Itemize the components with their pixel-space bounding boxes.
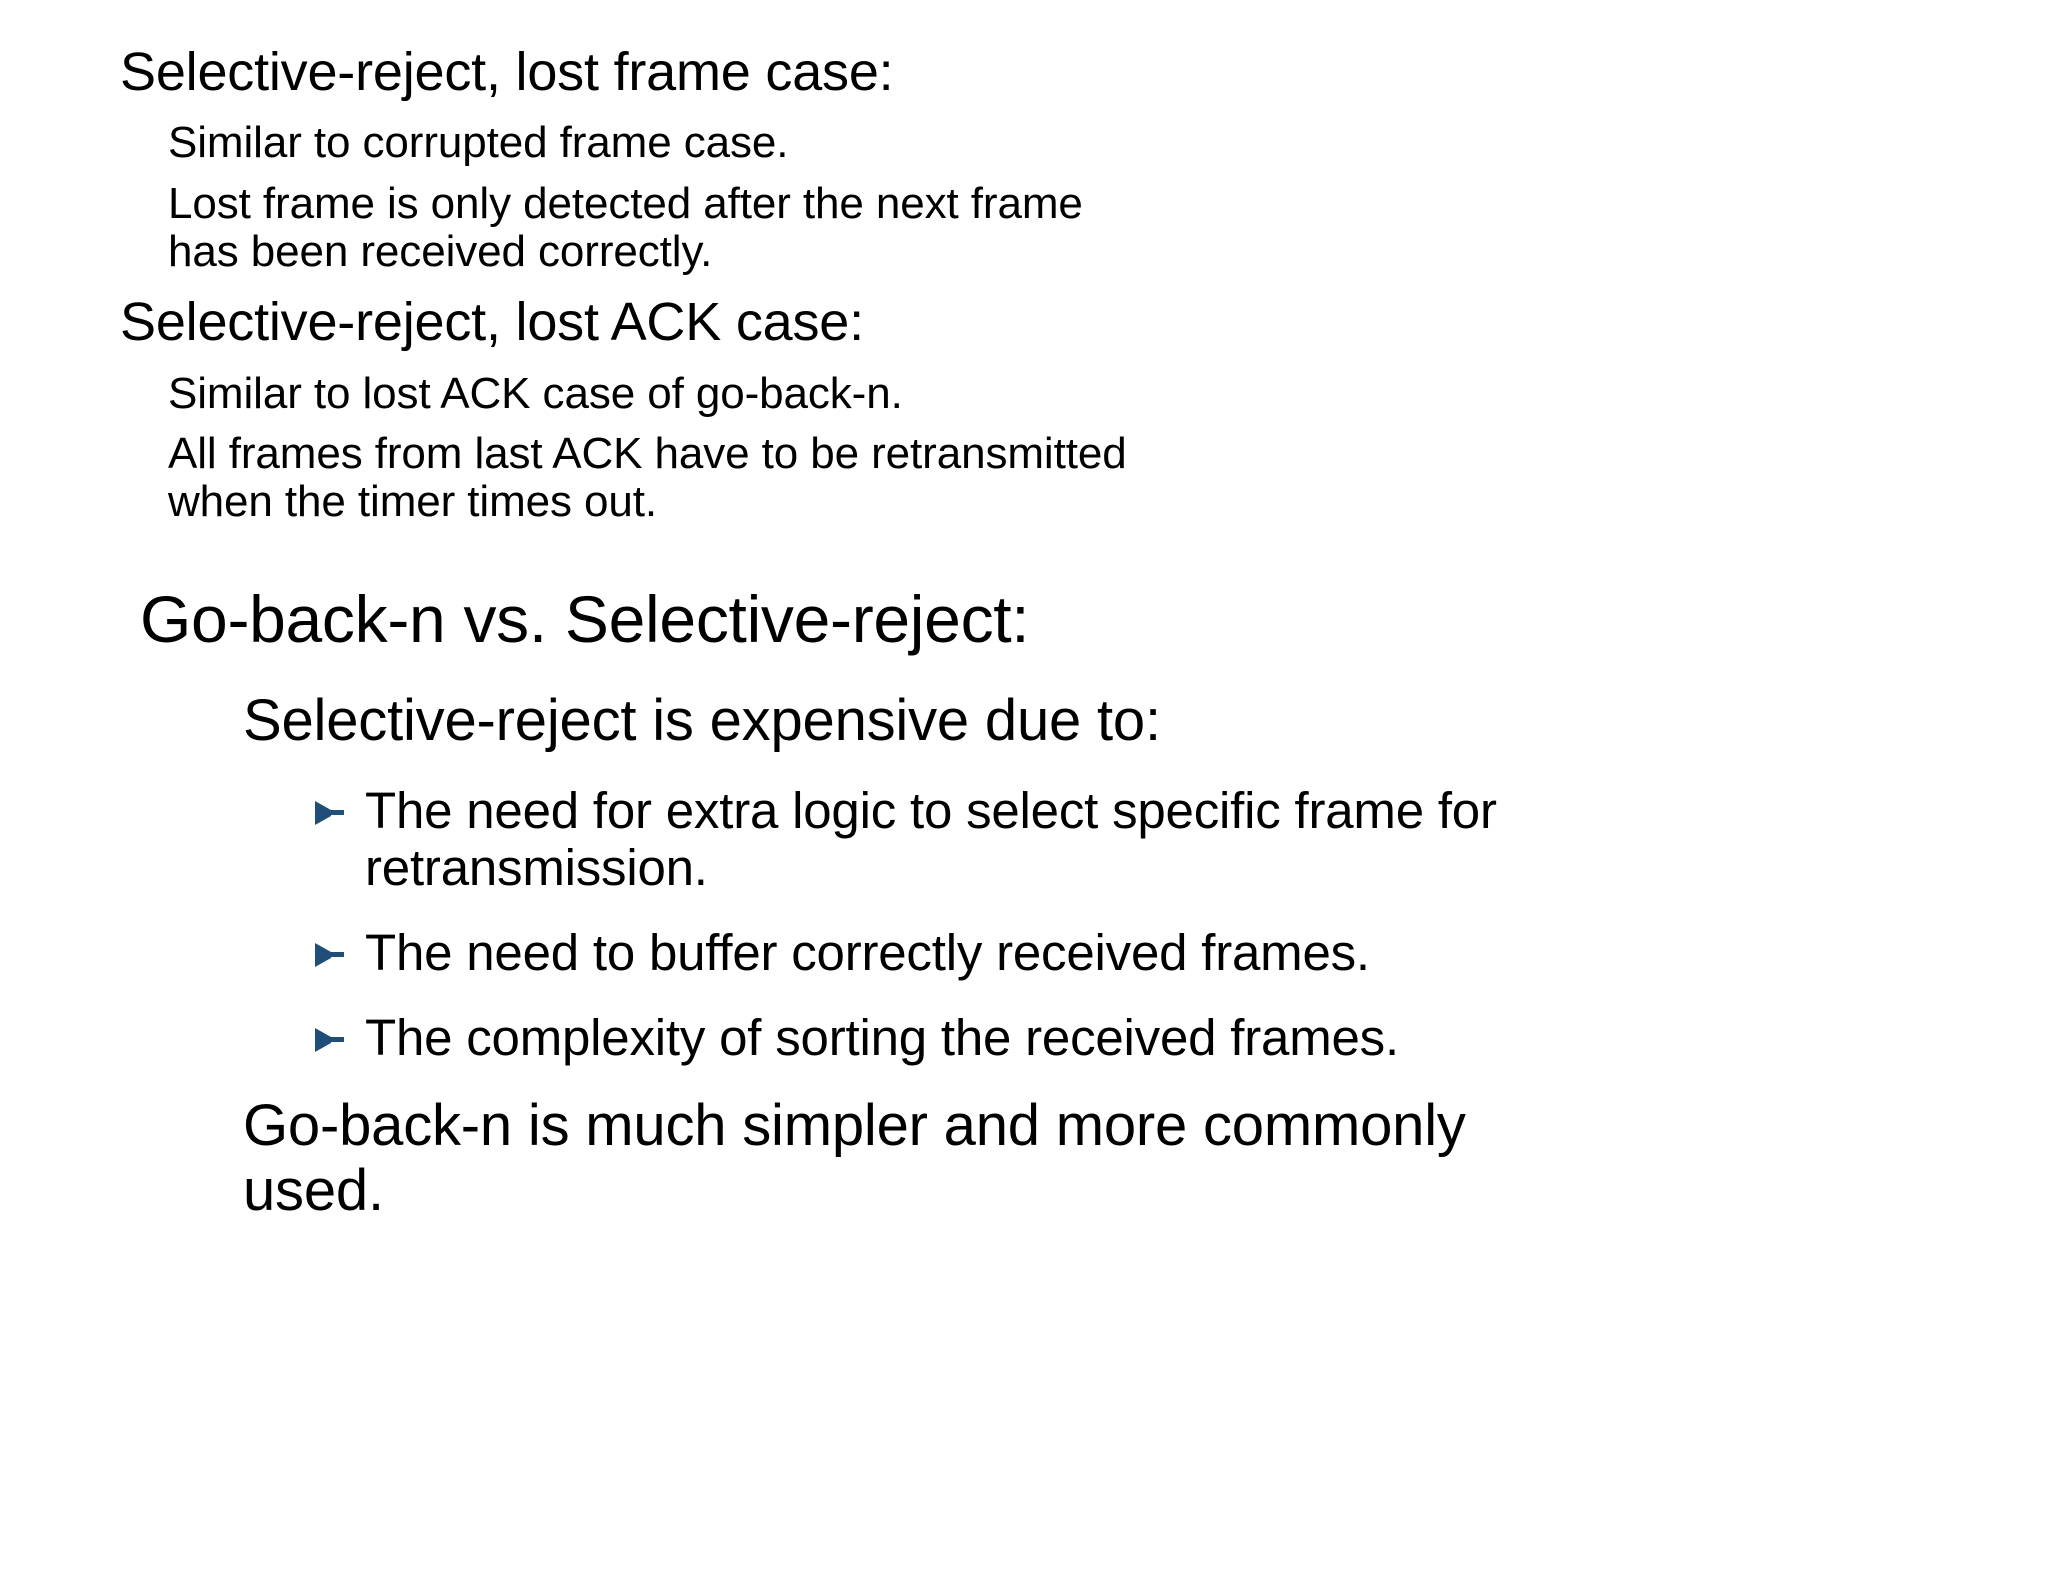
text-similar-lost-ack-case: Similar to lost ACK case of go-back-n.: [168, 368, 903, 418]
text-all-frames-retransmitted: All frames from last ACK have to be retr…: [168, 429, 1127, 527]
text-need-extra-logic: The need for extra logic to select speci…: [365, 781, 1497, 896]
bullet-level2-selective-reject-expensive: Selective-reject is expensive due to:: [213, 687, 2048, 754]
heading-comparison: Go-back-n vs. Selective-reject:: [140, 581, 1030, 656]
text-sorting-complexity: The complexity of sorting the received f…: [365, 1009, 1399, 1067]
blue-triangle-bullet-icon: [315, 800, 345, 826]
heading-lost-ack-case: Selective-reject, lost ACK case:: [120, 292, 864, 353]
blue-triangle-bullet-icon: [315, 1027, 345, 1053]
slide-canvas: Selective-reject, lost frame case: Simil…: [0, 42, 2048, 1580]
bullet-level2-similar-lost-ack: Similar to lost ACK case of go-back-n.: [142, 368, 2048, 418]
bullet-level3-extra-logic: The need for extra logic to select speci…: [315, 782, 2048, 896]
text-lost-frame-detected: Lost frame is only detected after the ne…: [168, 178, 1083, 277]
text-need-buffer-frames: The need to buffer correctly received fr…: [365, 923, 1370, 981]
bullet-level2-all-frames-retransmitted: All frames from last ACK have to be retr…: [142, 429, 2048, 527]
bullet-level2-similar-corrupted: Similar to corrupted frame case.: [142, 118, 2048, 168]
heading-lost-frame-case: Selective-reject, lost frame case:: [120, 42, 894, 102]
blue-triangle-bullet-icon: [315, 942, 345, 968]
text-selective-reject-expensive: Selective-reject is expensive due to:: [243, 687, 1161, 753]
text-similar-corrupted-frame: Similar to corrupted frame case.: [168, 118, 789, 168]
bullet-level3-buffer-frames: The need to buffer correctly received fr…: [315, 924, 2048, 981]
bullet-level2-lost-frame-detected: Lost frame is only detected after the ne…: [142, 178, 2048, 277]
text-go-back-n-simpler: Go-back-n is much simpler and more commo…: [243, 1093, 1466, 1224]
bullet-level1-lost-ack-case: Selective-reject, lost ACK case:: [86, 294, 2048, 351]
bullet-level2-go-back-n-simpler: Go-back-n is much simpler and more commo…: [213, 1093, 2048, 1224]
bullet-level1-lost-frame-case: Selective-reject, lost frame case:: [86, 42, 2048, 102]
bullet-level1-comparison: Go-back-n vs. Selective-reject:: [100, 581, 2048, 656]
bullet-level3-sorting-complexity: The complexity of sorting the received f…: [315, 1009, 2048, 1066]
